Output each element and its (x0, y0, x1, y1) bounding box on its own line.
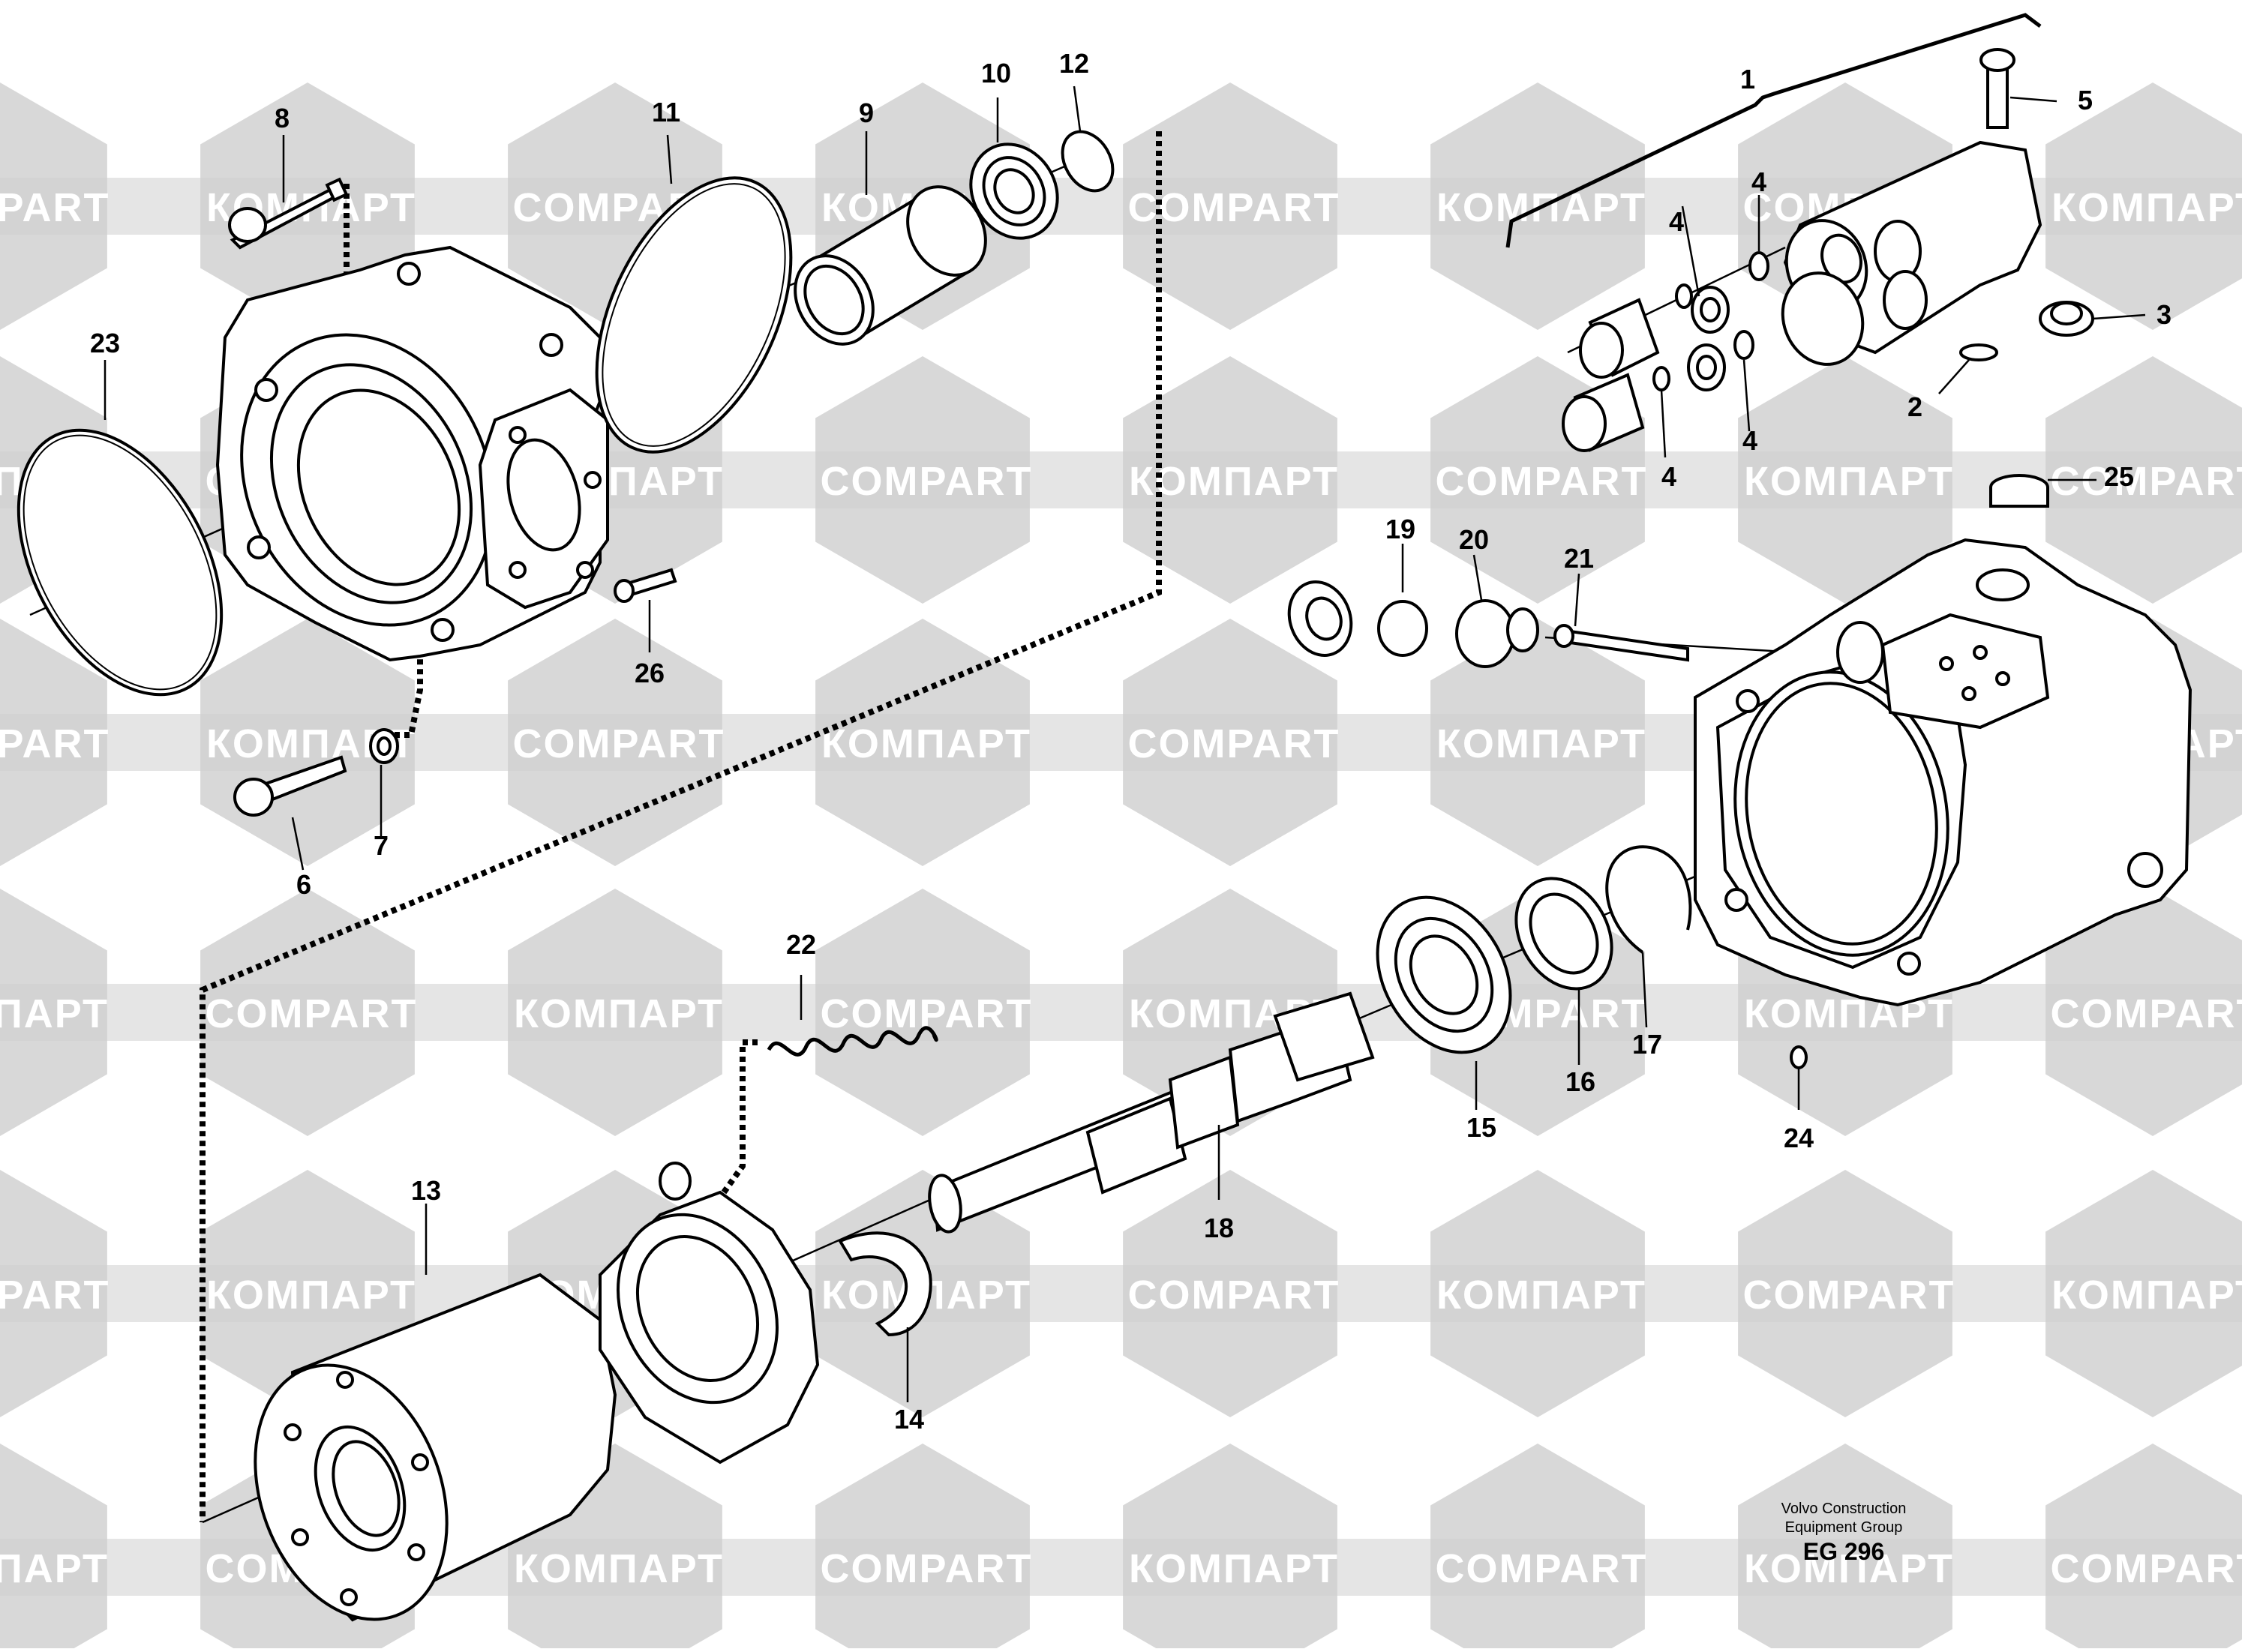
o-ring-11-inner (602, 183, 786, 447)
callout-20: 20 (1459, 524, 1489, 555)
watermark-text: КОМПАРТ (1744, 459, 1954, 504)
watermark-text: COMPART (821, 1546, 1033, 1591)
pin-26 (614, 568, 677, 603)
callout-4b: 4 (1751, 166, 1766, 197)
pump-housing (1694, 538, 2192, 1007)
caption-block: Volvo Construction Equipment Group EG 29… (1781, 1501, 1907, 1565)
o-ring-24 (1790, 1045, 1808, 1069)
caption-code: EG 296 (1803, 1538, 1885, 1565)
cylinder-barrel-13 (254, 1273, 617, 1622)
watermark-text: КОМПАРТ (514, 991, 724, 1036)
callout-23: 23 (90, 328, 120, 358)
watermark-text: КОМПАРТ (0, 1546, 109, 1591)
cap-25 (1989, 474, 2049, 508)
bearing-15 (1376, 895, 1512, 1054)
callout-17: 17 (1632, 1029, 1662, 1060)
watermark-text: COMPART (1436, 459, 1648, 504)
callout-7: 7 (374, 830, 389, 861)
watermark-text: КОМПАРТ (2051, 185, 2242, 230)
watermark-text: КОМПАРТ (0, 991, 109, 1036)
o-ring-23-inner (23, 434, 218, 691)
washer-7-hole (377, 736, 392, 756)
callout-25: 25 (2104, 461, 2134, 492)
watermark-text: КОМПАРТ (1129, 1546, 1339, 1591)
callout-10: 10 (981, 58, 1011, 88)
clip-14 (838, 1231, 932, 1337)
callout-8: 8 (275, 103, 290, 133)
watermark-text: КОМПАРТ (1436, 721, 1646, 766)
watermark-text: КОМПАРТ (1744, 1546, 1954, 1591)
watermark-text: COMPART (1436, 1546, 1648, 1591)
watermark-text: КОМПАРТ (2051, 1273, 2242, 1318)
callout-4c: 4 (1661, 461, 1676, 492)
circlip-17 (1605, 845, 1692, 954)
callout-4a: 4 (1669, 206, 1684, 237)
swash-plate (599, 1162, 820, 1465)
watermark-text: КОМПАРТ (514, 1546, 724, 1591)
fittings-4 (1562, 251, 1769, 452)
spring-22 (767, 1026, 938, 1057)
watermark-text: COMPART (2051, 459, 2242, 504)
motor-flange-housing (215, 245, 610, 662)
callout-4d: 4 (1742, 425, 1757, 456)
watermark-text: КОМПАРТ (821, 721, 1031, 766)
watermark-text: COMPART (821, 459, 1033, 504)
caption-line-2: Equipment Group (1785, 1519, 1903, 1536)
watermark-text: COMPART (0, 185, 110, 230)
watermark-text: КОМПАРТ (1129, 459, 1339, 504)
callout-9: 9 (859, 97, 874, 128)
o-ring-2 (1959, 343, 1998, 361)
shaft-18 (928, 991, 1375, 1234)
callout-26: 26 (635, 658, 665, 688)
watermark-text: COMPART (1128, 185, 1340, 230)
callout-3: 3 (2156, 299, 2171, 330)
watermark-text: COMPART (0, 721, 110, 766)
valve-block-1 (1781, 48, 2042, 366)
callout-11: 11 (652, 97, 680, 127)
watermark-text: COMPART (513, 721, 725, 766)
bolt-6 (233, 755, 347, 817)
watermark-banner (0, 1265, 2242, 1322)
plug-3 (2039, 301, 2094, 337)
callout-24: 24 (1784, 1123, 1814, 1153)
bearing-10 (969, 142, 1059, 240)
watermark-text: COMPART (2051, 991, 2242, 1036)
callout-5: 5 (2078, 85, 2093, 115)
sleeve-9 (794, 185, 987, 346)
watermark-text: COMPART (2051, 1546, 2242, 1591)
callout-16: 16 (1565, 1066, 1595, 1097)
callout-leaders (104, 13, 2146, 1402)
callout-2: 2 (1907, 391, 1922, 422)
ring-12 (1061, 130, 1115, 193)
watermark-text: КОМПАРТ (1436, 1273, 1646, 1318)
callout-19: 19 (1385, 514, 1415, 544)
watermark-text: КОМПАРТ (206, 1273, 416, 1318)
watermark-text: COMPART (206, 991, 418, 1036)
callout-1: 1 (1740, 64, 1755, 94)
callout-14: 14 (894, 1404, 924, 1435)
watermark-text: COMPART (0, 1273, 110, 1318)
callout-18: 18 (1204, 1213, 1234, 1243)
callout-13: 13 (411, 1175, 441, 1206)
watermark-text: COMPART (1128, 1273, 1340, 1318)
watermark-text: COMPART (1743, 1273, 1955, 1318)
caption-line-1: Volvo Construction (1781, 1501, 1907, 1517)
watermark-text: COMPART (1128, 721, 1340, 766)
callout-15: 15 (1466, 1112, 1496, 1143)
callout-21: 21 (1564, 543, 1594, 574)
bolt-8 (228, 177, 349, 250)
parts-19-20-21 (1287, 580, 1689, 668)
callout-6: 6 (296, 869, 311, 900)
callout-12: 12 (1059, 48, 1089, 79)
seal-16 (1514, 877, 1613, 991)
callout-22: 22 (786, 929, 816, 960)
exploded-view: 1 2 3 4 4 4 4 5 6 7 8 9 10 11 12 13 14 1… (17, 13, 2192, 1622)
callout-labels: 1 2 3 4 4 4 4 5 6 7 8 9 10 11 12 13 14 1… (90, 48, 2171, 1435)
